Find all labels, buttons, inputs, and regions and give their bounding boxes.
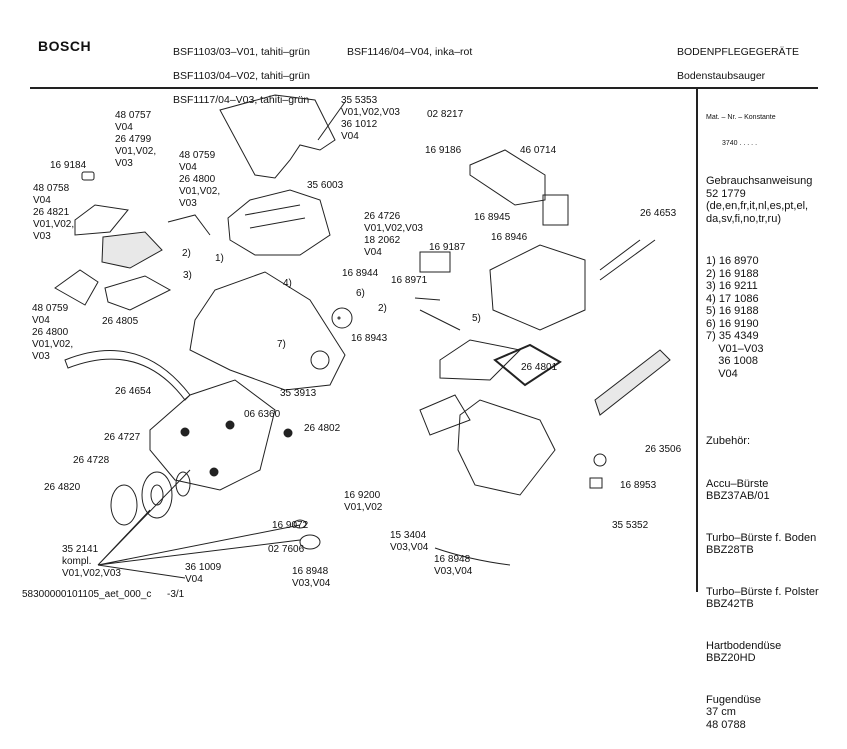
page-number: -3/1 [167,589,185,600]
part-label: 16 8948 V03,V04 [434,554,473,577]
numbered-parts-list: 1) 16 8970 2) 16 9188 3) 16 9211 4) 17 1… [706,255,764,380]
part-label: 16 9200 V01,V02 [344,490,383,513]
category: BODENPFLEGEGERÄTE [677,46,799,58]
part-label: 7) [277,339,286,350]
model-line: BSF1117/04–V03, tahiti–grün [173,94,310,106]
part-label: 16 9184 [50,160,87,171]
part-label: 02 7606 [268,544,305,555]
wheel-part [141,471,173,519]
filter-part [101,231,163,269]
parts-info-sidebar: Mat. – Nr. – Konstante 3740 . . . . . Ge… [706,96,819,749]
part-label: 26 4726 V01,V02,V03 18 2062 V04 [364,211,423,258]
accessory-item: Fugendüse 37 cm 48 0788 [706,693,762,731]
part-label: 16 8953 [620,480,657,491]
part-label: 16 8971 [391,275,428,286]
part-label: 35 6003 [307,180,344,191]
part-label: 02 8217 [427,109,464,120]
model-list-1: BSF1103/03–V01, tahiti–grün BSF1103/04–V… [173,34,310,118]
part-label: 36 1009 V04 [185,562,222,585]
part-label: 48 0757 V04 26 4799 V01,V02, V03 [115,110,157,169]
part-label: 3) [183,270,192,281]
part-label: 16 8945 [474,212,511,223]
mat-nr-title: Mat. – Nr. – Konstante [706,114,776,121]
part-label: 16 8948 V03,V04 [292,566,331,589]
filter-mat-part [104,275,172,311]
filter-grille-part [74,204,129,236]
part-label: 48 0758 V04 26 4821 V01,V02, V03 [33,183,75,242]
part-label: 26 4820 [44,482,81,493]
part-label: 35 5352 [612,520,649,531]
accessory-item: Turbo–Bürste f. Polster BBZ42TB [706,585,819,611]
accessories-title: Zubehör: [706,435,751,447]
manual-info: Gebrauchsanweisung 52 1779 (de,en,fr,it,… [706,175,813,225]
part-label: 35 3913 [280,388,317,399]
part-label: 15 3404 V03,V04 [390,530,429,553]
part-label: 35 2141 kompl. V01,V02,V03 [62,544,121,579]
part-label: 16 9187 [429,242,466,253]
bosch-logo: BOSCH [38,38,92,54]
accessory-item: Hartbodendüse BBZ20HD [706,639,782,665]
part-label: 5) [472,313,481,324]
model-line: BSF1146/04–V04, inka–rot [347,46,473,58]
motor-housing-part [457,399,556,496]
part-label: 26 4801 [521,362,558,373]
subcategory: Bodenstaubsauger [677,70,766,82]
model-line: BSF1103/03–V01, tahiti–grün [173,46,310,58]
part-label: 26 4802 [304,423,341,434]
part-label: 16 9072 [272,520,309,531]
base-part [149,379,276,491]
category-block: BODENPFLEGEGERÄTE Bodenstaubsauger [677,34,799,94]
part-label: 26 4728 [73,455,110,466]
lid-part [219,94,336,179]
model-list-2: BSF1146/04–V04, inka–rot [347,34,472,70]
part-label: 16 8946 [491,232,528,243]
part-label: 46 0714 [520,145,557,156]
part-label: 48 0759 V04 26 4800 V01,V02, V03 [179,150,221,209]
part-label: 26 3506 [645,444,682,455]
part-label: 1) [215,253,224,264]
exhaust-filter-part [594,349,671,416]
accessory-item: Turbo–Bürste f. Boden BBZ28TB [706,531,817,557]
dust-bag-part [469,149,546,206]
document-id: 58300000101105_aet_000_c [22,589,152,600]
model-line: BSF1103/04–V02, tahiti–grün [173,70,310,82]
part-label: 16 8944 [342,268,379,279]
part-label: 16 8943 [351,333,388,344]
part-label: 16 9186 [425,145,462,156]
part-label: 2) [378,303,387,314]
dust-container-part [489,244,586,331]
part-label: 26 4805 [102,316,139,327]
exploded-parts-drawing [30,87,818,592]
accessory-item: Accu–Bürste BBZ37AB/01 [706,477,770,503]
main-body-part [189,271,346,391]
part-label: 4) [283,278,292,289]
part-label: 06 6360 [244,409,281,420]
part-label: 48 0759 V04 26 4800 V01,V02, V03 [32,303,74,362]
part-label: 26 4653 [640,208,677,219]
part-label: 26 4727 [104,432,141,443]
mat-nr-value: 3740 . . . . . [722,140,758,147]
part-label: 35 5353 V01,V02,V03 36 1012 V04 [341,95,400,142]
part-label: 6) [356,288,365,299]
part-label: 26 4654 [115,386,152,397]
top-housing-part [227,189,331,256]
part-label: 2) [182,248,191,259]
